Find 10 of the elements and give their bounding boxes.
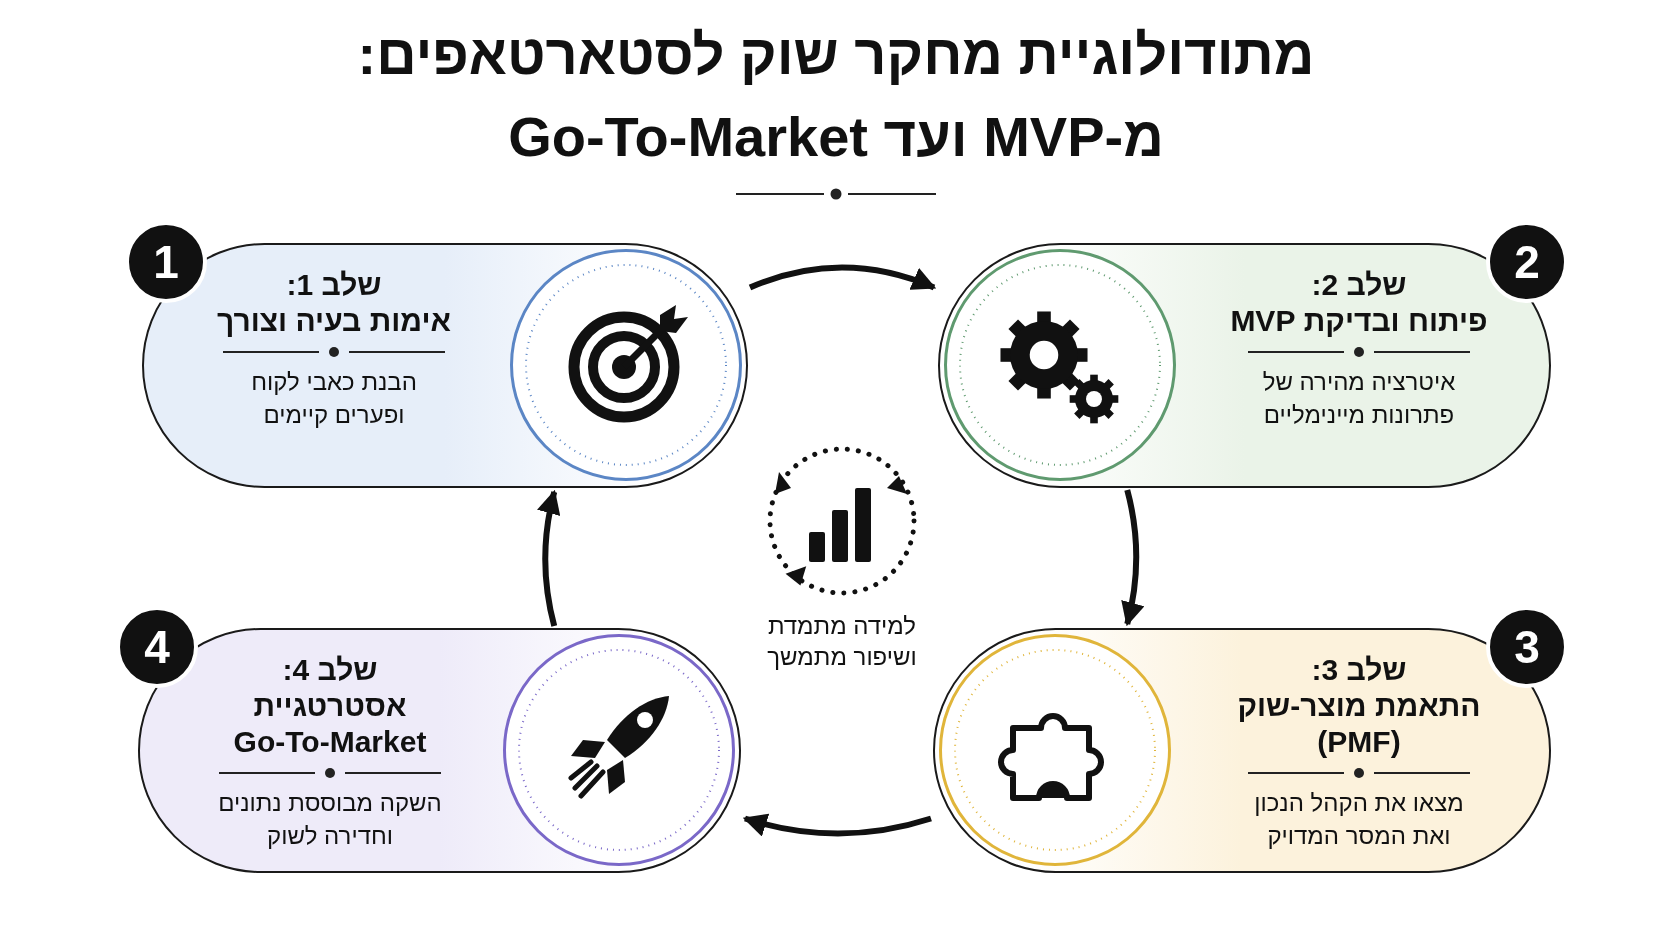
stage-description: איטרציה מהירה של פתרונות מיינימליים: [1261, 367, 1457, 430]
arrow: [742, 813, 932, 837]
arrow: [748, 264, 937, 291]
stage-title: אימות בעיה וצורך: [216, 303, 452, 339]
arrow: [537, 489, 561, 627]
arrow: [1120, 489, 1145, 627]
stage-description: השקה מבוססת נתונים וחדירה לשוק: [217, 788, 443, 851]
caption-text: למידה מתמדת ושיפור מתמשך: [766, 611, 918, 672]
stage-description: הבנת כאבי לקוח ופערים קיימים: [250, 367, 418, 430]
stage-description: מצאו את הקהל הנכון ואת המסר המדויק: [1253, 788, 1465, 851]
